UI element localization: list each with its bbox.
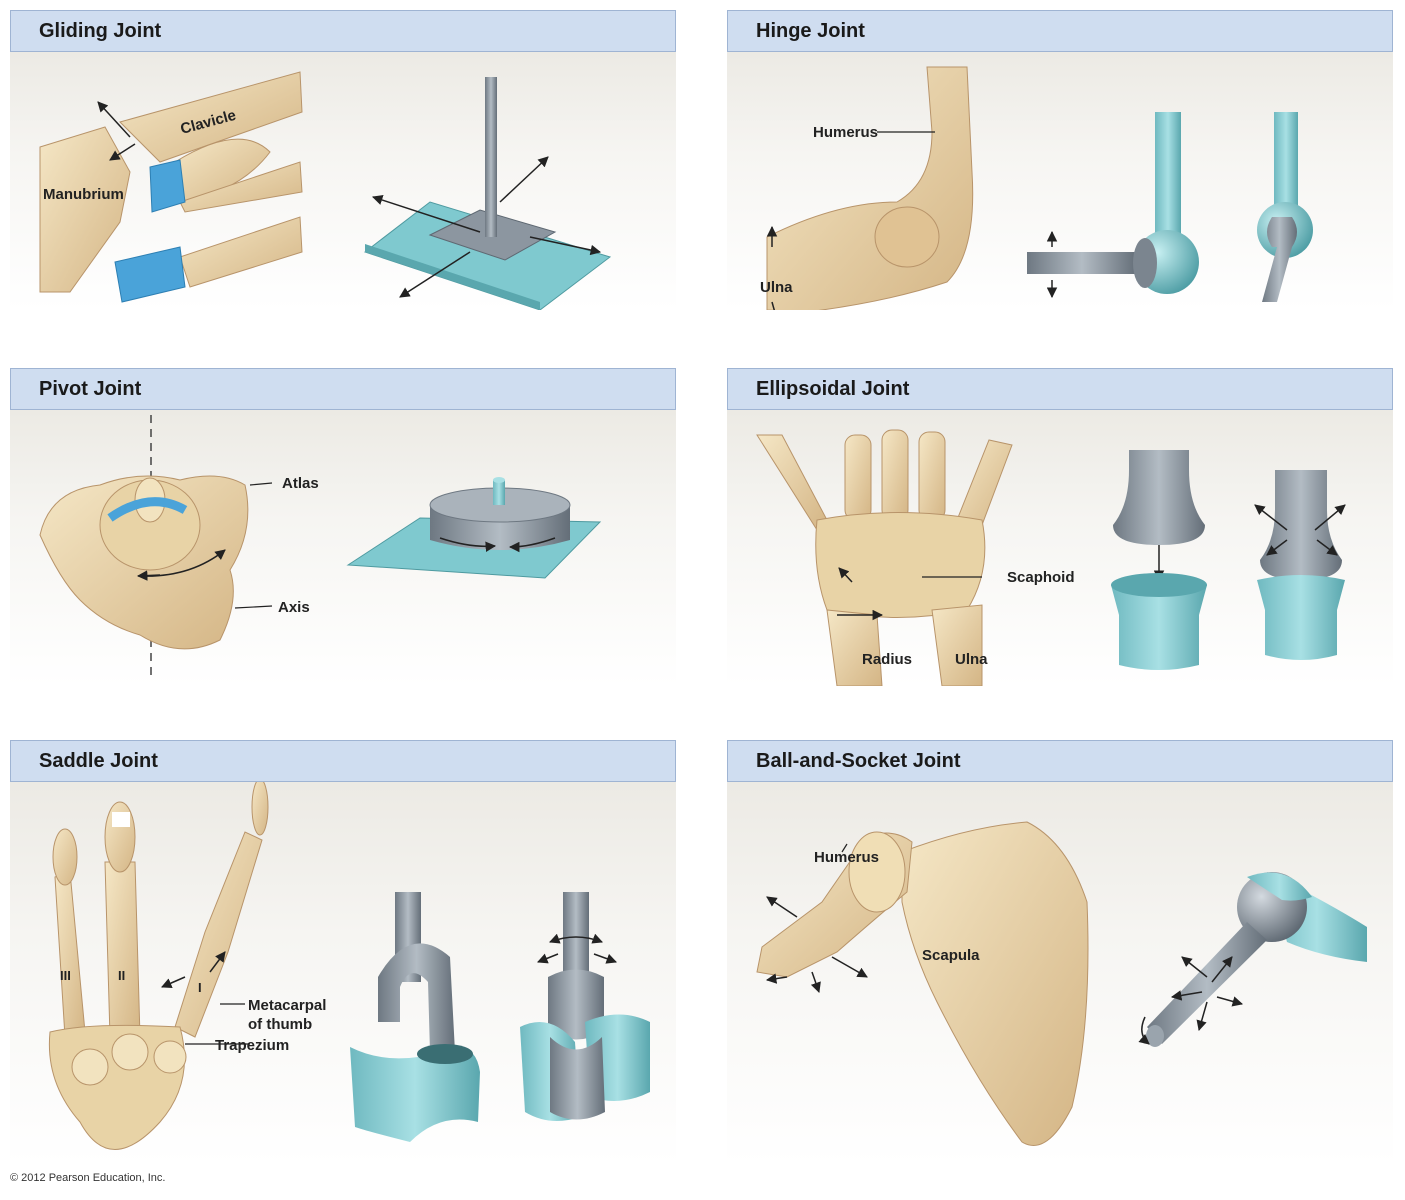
panel-header: Pivot Joint bbox=[10, 368, 676, 410]
panel-header: Ellipsoidal Joint bbox=[727, 368, 1393, 410]
hinge-joint-illustration: Humerus Ulna bbox=[760, 66, 1313, 310]
saddle-model-separated bbox=[350, 892, 480, 1142]
ellipsoidal-model-separated bbox=[1111, 450, 1207, 670]
panel-header: Gliding Joint bbox=[10, 10, 676, 52]
panel-title: Saddle Joint bbox=[39, 750, 158, 772]
panel-title: Ellipsoidal Joint bbox=[756, 378, 910, 400]
label-ulna: Ulna bbox=[760, 279, 793, 296]
hand-bones bbox=[48, 782, 269, 1150]
panel-ellipsoidal-joint: Ellipsoidal Joint Scaphoid Radius Ulna bbox=[727, 368, 1393, 686]
panel-title: Hinge Joint bbox=[756, 20, 865, 42]
label-trapezium: Trapezium bbox=[215, 1037, 289, 1054]
label-scaphoid: Scaphoid bbox=[1007, 569, 1075, 586]
panel-body: Atlas Axis bbox=[10, 410, 676, 686]
atlas-axis-vertebrae bbox=[39, 475, 273, 650]
hinge-model-front bbox=[1257, 112, 1313, 302]
label-metacarpal-line1: Metacarpal bbox=[248, 997, 326, 1014]
ball-and-socket-joint-illustration: Humerus Scapula bbox=[756, 821, 1367, 1146]
label-numeral-ii: II bbox=[118, 968, 125, 983]
panel-header: Hinge Joint bbox=[727, 10, 1393, 52]
panel-saddle-joint: Saddle Joint III II I bbox=[10, 740, 676, 1165]
ball-and-socket-model bbox=[1138, 872, 1367, 1047]
panel-title: Gliding Joint bbox=[39, 20, 162, 42]
panel-body: Clavicle Manubrium bbox=[10, 52, 676, 310]
manubrium-clavicle-bones bbox=[39, 71, 303, 303]
label-ulna: Ulna bbox=[955, 651, 988, 668]
label-radius: Radius bbox=[862, 651, 912, 668]
panel-header: Ball-and-Socket Joint bbox=[727, 740, 1393, 782]
gliding-joint-illustration: Clavicle Manubrium bbox=[39, 71, 612, 310]
panel-header: Saddle Joint bbox=[10, 740, 676, 782]
shoulder-bones bbox=[756, 821, 1089, 1146]
ellipsoidal-joint-illustration: Scaphoid Radius Ulna bbox=[756, 429, 1346, 686]
hinge-model-side bbox=[1027, 112, 1199, 299]
saddle-model-joined bbox=[520, 892, 650, 1121]
panel-title: Pivot Joint bbox=[39, 378, 142, 400]
panel-body: III II I Metacarpal of thumb Trapezium bbox=[10, 782, 676, 1165]
pivot-joint-model bbox=[346, 477, 602, 579]
copyright-notice: © 2012 Pearson Education, Inc. bbox=[10, 1172, 166, 1184]
label-humerus: Humerus bbox=[814, 849, 879, 866]
saddle-joint-illustration: III II I Metacarpal of thumb Trapezium bbox=[48, 782, 650, 1150]
gliding-joint-model bbox=[363, 77, 612, 310]
label-axis: Axis bbox=[278, 599, 310, 616]
label-humerus: Humerus bbox=[813, 124, 878, 141]
panel-pivot-joint: Pivot Joint Atlas Axis bbox=[10, 368, 676, 686]
ellipsoidal-model-joined bbox=[1254, 470, 1346, 660]
panel-ball-and-socket-joint: Ball-and-Socket Joint Humerus Scapula bbox=[727, 740, 1393, 1165]
label-metacarpal-line2: of thumb bbox=[248, 1016, 312, 1033]
pivot-joint-illustration: Atlas Axis bbox=[39, 415, 602, 680]
panel-body: Scaphoid Radius Ulna bbox=[727, 410, 1393, 686]
label-atlas: Atlas bbox=[282, 475, 319, 492]
label-numeral-iii: III bbox=[60, 968, 71, 983]
label-scapula: Scapula bbox=[922, 947, 980, 964]
panel-gliding-joint: Gliding Joint Clavicle Manubrium bbox=[10, 10, 676, 310]
panel-body: Humerus Scapula bbox=[727, 782, 1393, 1165]
panel-hinge-joint: Hinge Joint Humerus Ulna bbox=[727, 10, 1393, 310]
panel-body: Humerus Ulna bbox=[727, 52, 1393, 310]
elbow-bones bbox=[766, 66, 974, 310]
label-manubrium: Manubrium bbox=[43, 186, 124, 203]
label-numeral-i: I bbox=[198, 980, 202, 995]
wrist-bones bbox=[756, 429, 1013, 686]
panel-title: Ball-and-Socket Joint bbox=[756, 750, 961, 772]
